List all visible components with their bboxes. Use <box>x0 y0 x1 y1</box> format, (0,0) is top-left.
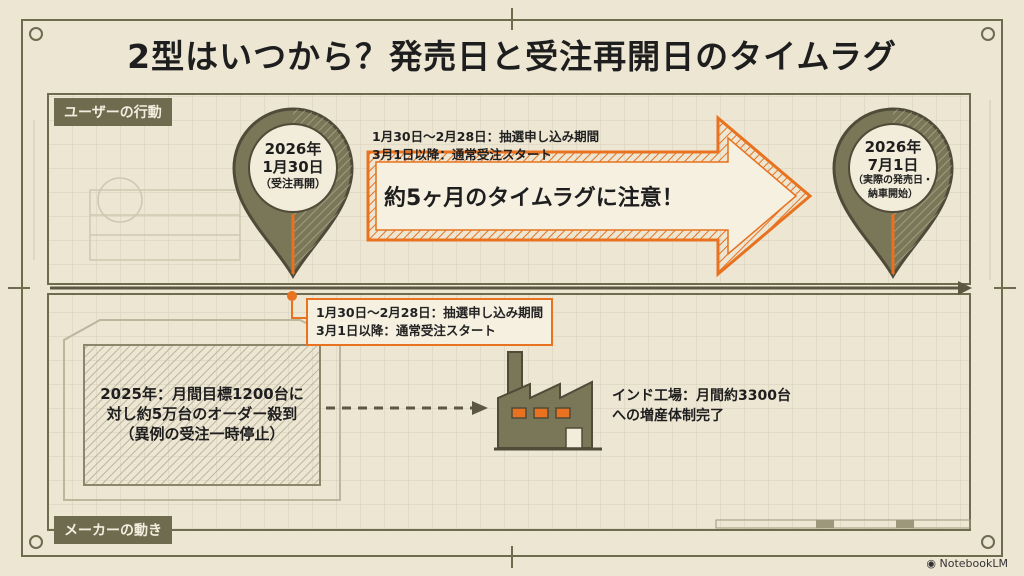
dashed-arrow <box>326 401 488 415</box>
timeline-marker <box>287 291 308 319</box>
pin-left-note: （受注再開） <box>260 177 326 190</box>
order-box-line2: 対し約5万台のオーダー殺到 <box>106 405 298 423</box>
mid-callout: 1月30日〜2月28日：抽選申し込み期間 3月1日以降：通常受注スタート <box>306 298 554 346</box>
pin-left-year: 2026年 <box>264 140 322 158</box>
pin-left-icon <box>232 107 354 279</box>
pin-right-note-1: （実際の発売日・ <box>853 175 933 186</box>
order-box: 2025年：月間目標1200台に 対し約5万台のオーダー殺到 （異例の受注一時停… <box>84 384 320 444</box>
section-user-label: ユーザーの行動 <box>54 98 172 126</box>
factory-note-line1: インド工場：月間約3300台 <box>612 388 791 404</box>
top-callout-line2: 3月1日以降：通常受注スタート <box>372 147 552 162</box>
page-title: 2型はいつから？発売日と受注再開日のタイムラグ <box>127 37 897 76</box>
section-maker-label: メーカーの動き <box>54 516 172 544</box>
notebooklm-logo-icon: ◉ <box>926 557 940 570</box>
pin-right-label: 2026年 7月1日 （実際の発売日・ 納車開始） <box>845 138 941 202</box>
timelag-arrow <box>366 114 813 278</box>
order-box-line1: 2025年：月間目標1200台に <box>100 385 304 403</box>
top-callout-line1: 1月30日〜2月28日：抽選申し込み期間 <box>372 129 600 144</box>
order-box-line3: （異例の受注一時停止） <box>119 425 285 443</box>
brand-watermark: ◉ NotebookLM <box>926 557 1008 570</box>
top-callout: 1月30日〜2月28日：抽選申し込み期間 3月1日以降：通常受注スタート <box>372 128 599 164</box>
brand-label: NotebookLM <box>939 557 1008 570</box>
arrow-message: 約5ヶ月のタイムラグに注意！ <box>384 186 684 211</box>
mid-callout-line2: 3月1日以降：通常受注スタート <box>316 323 496 338</box>
factory-icon <box>494 351 602 451</box>
pin-right-date: 7月1日 <box>867 156 919 174</box>
pin-right-icon <box>832 107 954 279</box>
pin-right-note-2: 納車開始） <box>868 189 918 200</box>
pin-left-label: 2026年 1月30日 （受注再開） <box>247 140 339 191</box>
factory-note-line2: への増産体制完了 <box>612 408 724 424</box>
factory-note: インド工場：月間約3300台 への増産体制完了 <box>612 386 791 426</box>
mid-callout-line1: 1月30日〜2月28日：抽選申し込み期間 <box>316 305 544 320</box>
pin-left-date: 1月30日 <box>262 158 324 176</box>
pin-right-year: 2026年 <box>864 138 922 156</box>
